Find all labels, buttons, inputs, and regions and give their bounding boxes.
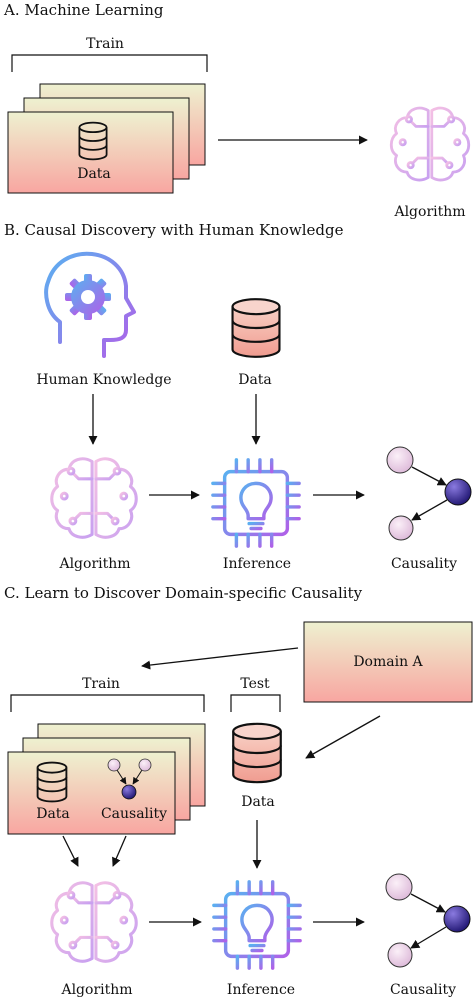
human-head-gear-icon <box>44 251 136 358</box>
section-c-title: C. Learn to Discover Domain-specific Cau… <box>4 584 363 602</box>
brain-icon <box>389 106 471 182</box>
section-b-graphics <box>44 251 472 548</box>
train-data-label: Data <box>36 806 70 822</box>
data-label: Data <box>77 166 111 182</box>
domain-card <box>303 621 473 703</box>
arrow-domain-to-train <box>141 647 299 670</box>
train-card-front <box>7 111 174 194</box>
inference-label: Inference <box>226 982 296 998</box>
chip-bulb-icon <box>211 458 301 548</box>
arrow-causality-to-algorithm <box>112 835 127 867</box>
data-label: Data <box>238 372 272 388</box>
inference-label: Inference <box>222 556 292 572</box>
train-causality-label: Causality <box>100 806 168 822</box>
algorithm-label: Algorithm <box>394 204 466 220</box>
arrow-domain-to-test <box>305 715 381 759</box>
section-a-title: A. Machine Learning <box>4 1 164 19</box>
section-b-title: B. Causal Discovery with Human Knowledge <box>4 221 344 239</box>
test-label: Test <box>240 676 270 692</box>
brain-icon <box>50 881 138 963</box>
train-label: Train <box>82 676 120 692</box>
test-bracket <box>230 694 281 712</box>
brain-icon <box>50 457 138 539</box>
train-label: Train <box>86 36 124 52</box>
arrow-data-to-algorithm <box>62 835 79 867</box>
causal-graph-mini-icon <box>107 758 152 800</box>
section-a-graphics <box>7 54 471 194</box>
causal-graph-icon <box>386 446 472 541</box>
train-bracket-a <box>11 54 208 72</box>
causality-label: Causality <box>389 982 457 998</box>
database-icon <box>231 298 281 358</box>
chip-bulb-icon <box>212 880 302 970</box>
causal-graph-icon <box>385 873 471 968</box>
test-data-label: Data <box>241 794 275 810</box>
database-icon <box>232 722 282 784</box>
causality-label: Causality <box>390 556 458 572</box>
section-c-graphics <box>7 621 473 970</box>
train-bracket-c <box>10 694 205 712</box>
algorithm-label: Algorithm <box>59 556 131 572</box>
human-knowledge-label: Human Knowledge <box>36 372 172 388</box>
domain-label: Domain A <box>353 654 423 670</box>
algorithm-label: Algorithm <box>61 982 133 998</box>
